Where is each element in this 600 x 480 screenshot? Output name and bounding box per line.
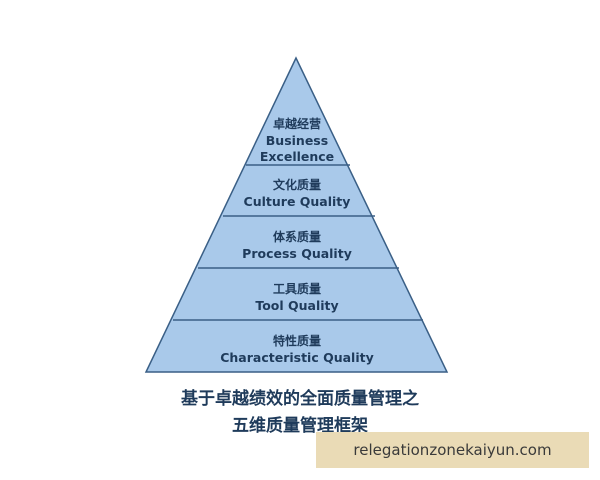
level-1-label-en-line1: Business bbox=[266, 133, 328, 148]
caption-line-1: 基于卓越绩效的全面质量管理之 bbox=[181, 389, 419, 409]
level-5-label-en: Characteristic Quality bbox=[220, 350, 374, 365]
level-3-label-en: Process Quality bbox=[242, 246, 352, 261]
level-3-label-zh: 体系质量 bbox=[273, 229, 321, 244]
caption-line-2: 五维质量管理框架 bbox=[232, 416, 368, 436]
level-1-label-en-line2: Excellence bbox=[260, 149, 334, 164]
level-2-label-en: Culture Quality bbox=[244, 194, 351, 209]
level-5-label-zh: 特性质量 bbox=[273, 333, 321, 348]
watermark-banner: relegationzonekaiyun.com bbox=[316, 432, 589, 468]
level-1-label-zh: 卓越经营 bbox=[273, 116, 321, 131]
pyramid-body bbox=[144, 56, 449, 373]
watermark-text: relegationzonekaiyun.com bbox=[353, 441, 552, 459]
level-2-label-zh: 文化质量 bbox=[273, 177, 321, 192]
level-4-label-en: Tool Quality bbox=[255, 298, 338, 313]
level-4-label-zh: 工具质量 bbox=[273, 281, 321, 296]
